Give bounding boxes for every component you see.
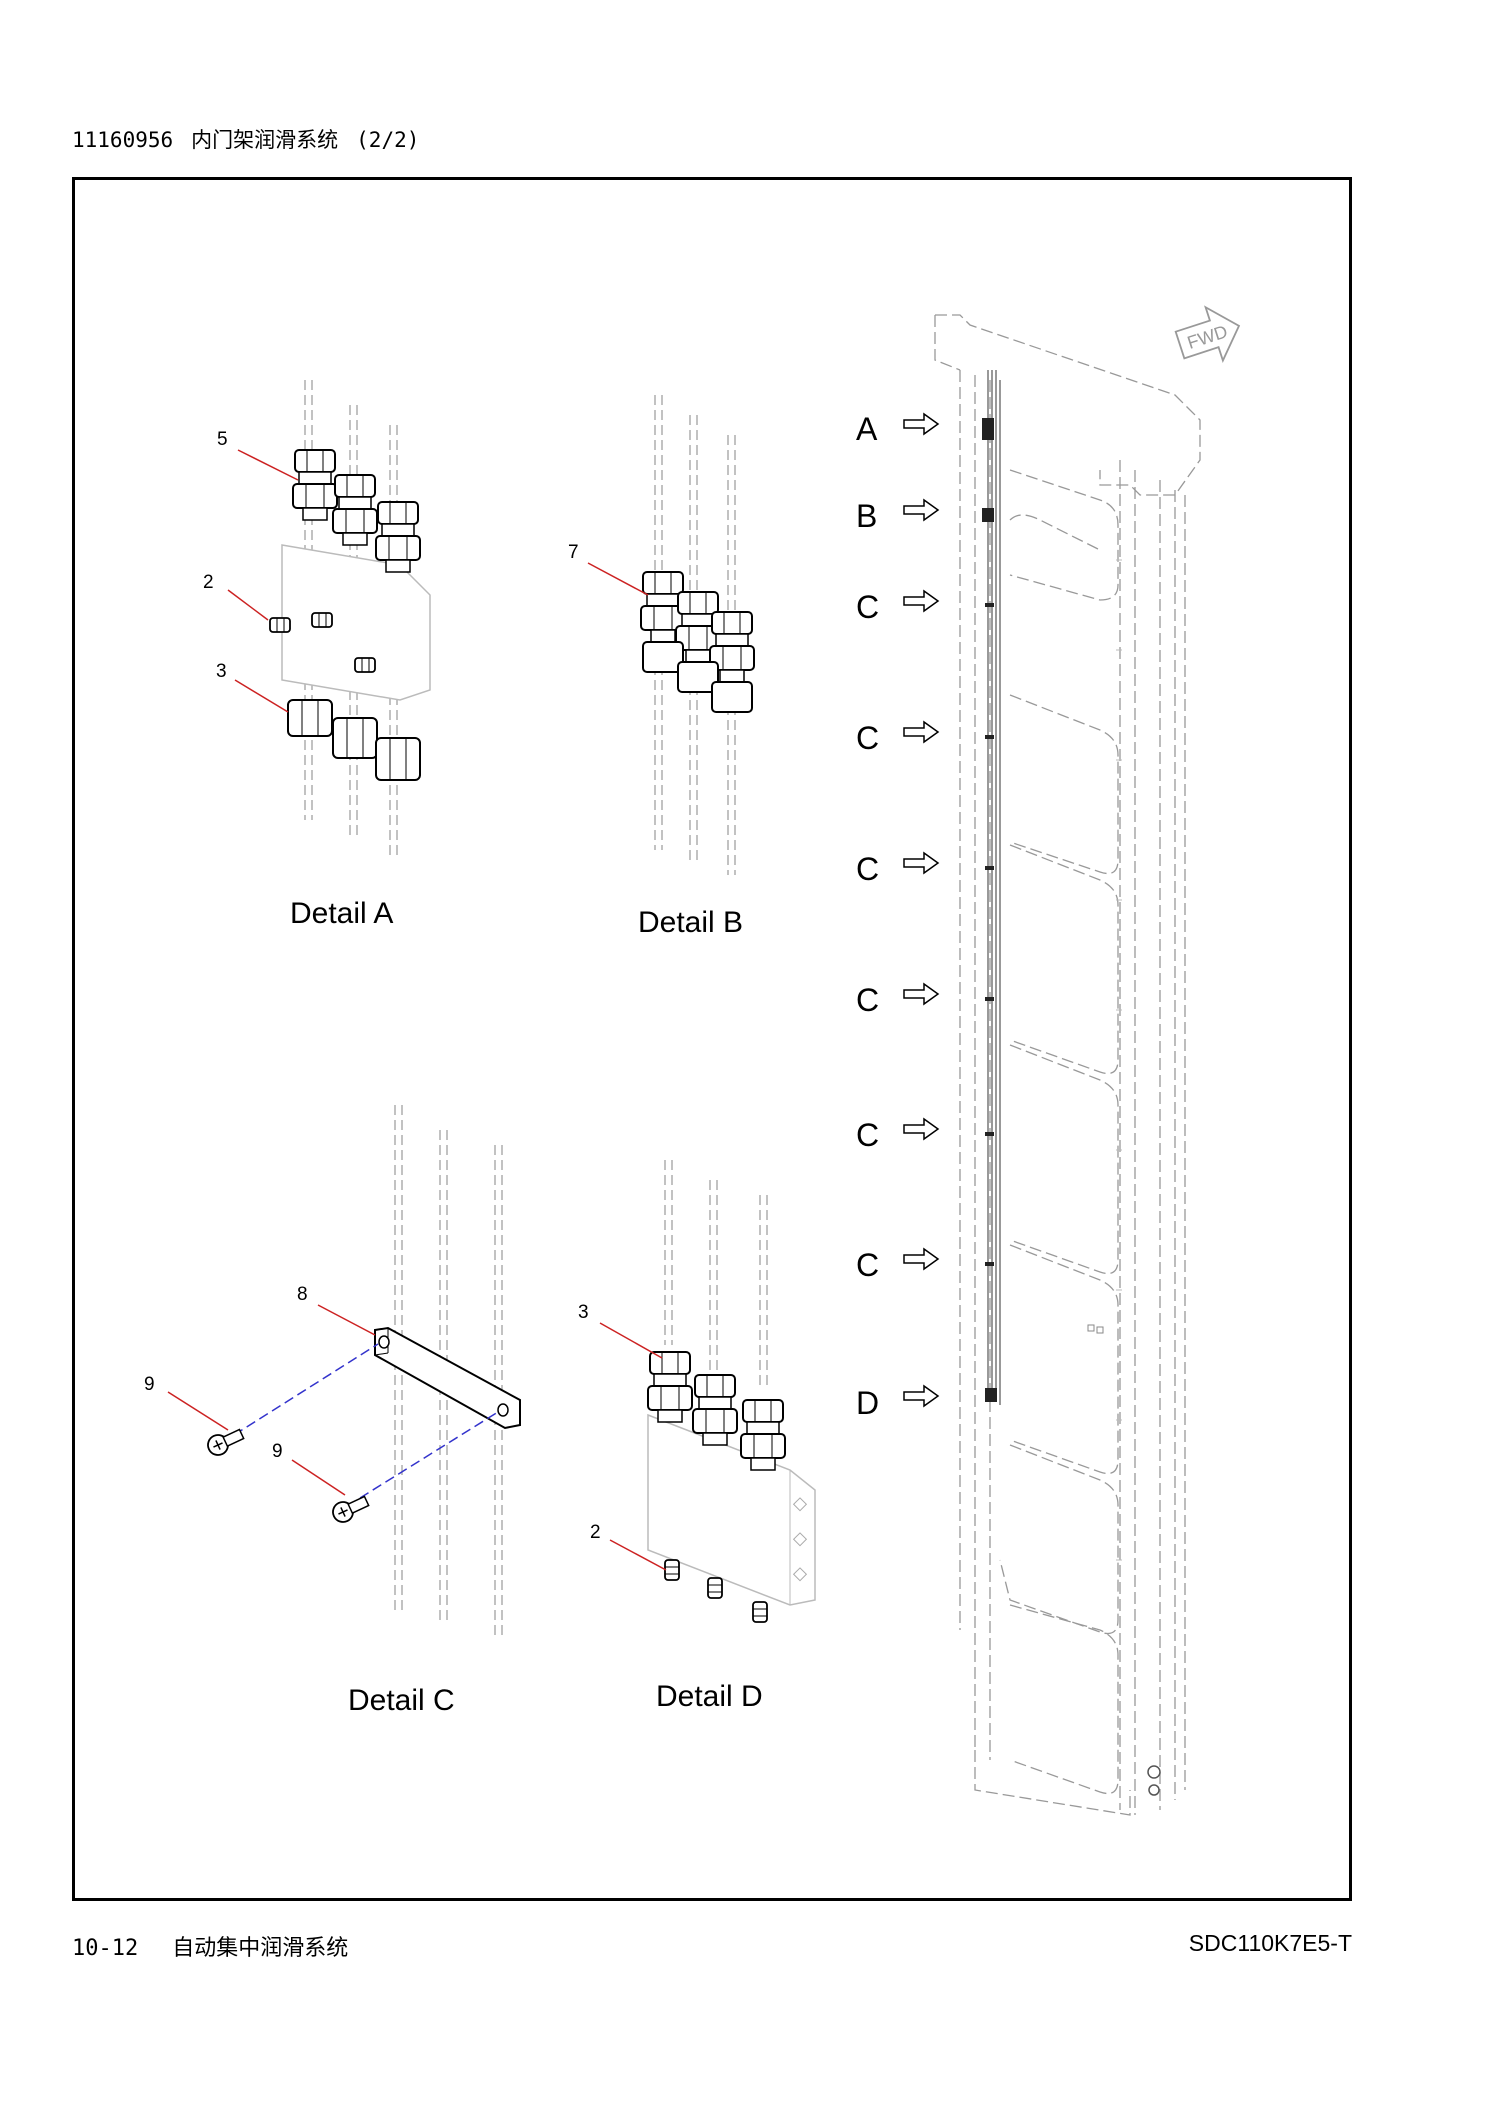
marker-b: B [856, 498, 877, 534]
page-header: 11160956 内门架润滑系统 (2/2) [72, 124, 437, 154]
callout-5: 5 [217, 429, 228, 450]
callout-8: 8 [297, 1284, 308, 1305]
marker-c1: C [856, 589, 879, 625]
section-title: 自动集中润滑系统 [172, 1936, 349, 1961]
marker-c6: C [856, 1247, 879, 1283]
detail-b-title: Detail B [638, 906, 743, 939]
marker-arrows [903, 412, 940, 1408]
detail-a-title: Detail A [290, 897, 393, 930]
marker-c2: C [856, 720, 879, 756]
mast-overview: FWD A B C C C C C C D [856, 305, 1241, 1816]
callout-3-d: 3 [578, 1302, 589, 1323]
detail-d-title: Detail D [656, 1680, 763, 1713]
detail-c: 8 9 9 Detail C [144, 1105, 521, 1717]
sheet-number: (2/2) [356, 128, 420, 152]
callout-2-d: 2 [590, 1522, 601, 1543]
callout-9a: 9 [144, 1374, 155, 1395]
marker-d: D [856, 1385, 879, 1421]
marker-c5: C [856, 1117, 879, 1153]
marker-c3: C [856, 851, 879, 887]
page-footer: 10-12 自动集中润滑系统 [72, 1930, 382, 1962]
part-number: 11160956 [72, 128, 174, 152]
detail-b: 7 Detail B [568, 395, 755, 939]
detail-c-title: Detail C [348, 1684, 455, 1717]
callout-3: 3 [216, 661, 227, 682]
drawing-title: 内门架润滑系统 [191, 128, 339, 152]
marker-c4: C [856, 982, 879, 1018]
callout-2: 2 [203, 572, 214, 593]
callout-9b: 9 [272, 1441, 283, 1462]
model-number: SDC110K7E5-T [1188, 1930, 1352, 1956]
callout-7: 7 [568, 542, 579, 563]
detail-d: 3 2 Detail D [578, 1160, 816, 1713]
page-number: 10-12 [72, 1936, 139, 1961]
marker-a: A [856, 411, 878, 447]
detail-a: 5 2 3 Detail A [203, 380, 431, 930]
drawing-frame [72, 177, 1352, 1901]
